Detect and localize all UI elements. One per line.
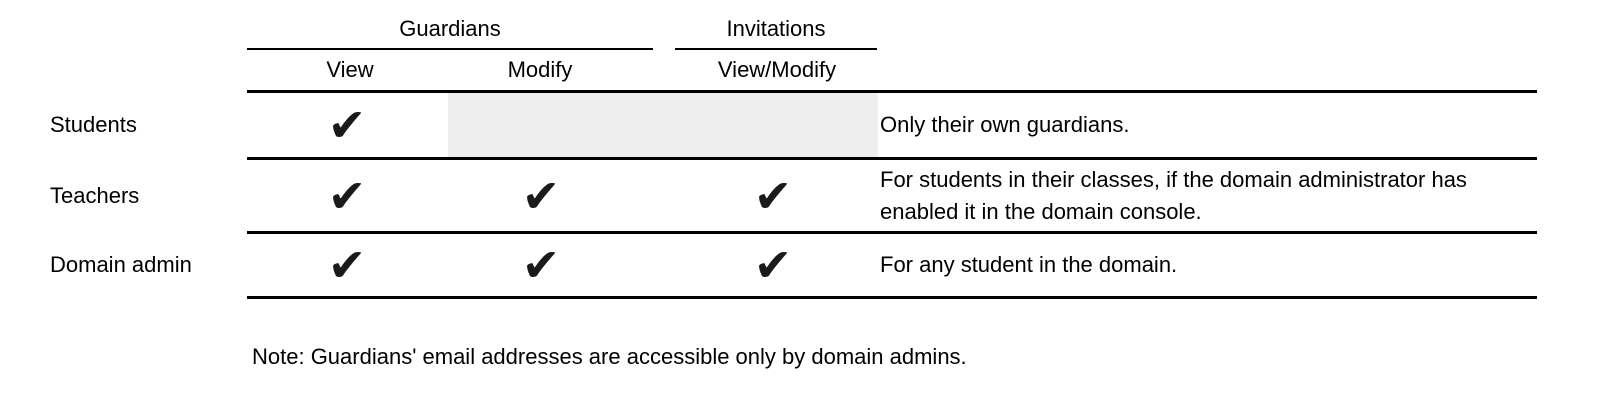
cell-domain-admin-modify: ✔ xyxy=(501,234,581,296)
column-header-modify: Modify xyxy=(507,57,573,82)
check-icon: ✔ xyxy=(327,169,367,222)
check-icon: ✔ xyxy=(521,169,561,222)
column-header-view-modify: View/Modify xyxy=(717,57,837,82)
cell-teachers-view-modify: ✔ xyxy=(733,160,813,231)
cell-students-view-modify xyxy=(733,93,813,157)
note-teachers: For students in their classes, if the do… xyxy=(880,166,1467,224)
note-domain-admin: For any student in the domain. xyxy=(880,252,1178,278)
footnote: Note: Guardians' email addresses are acc… xyxy=(252,344,967,369)
check-icon: ✔ xyxy=(327,99,367,151)
cell-students-modify xyxy=(501,93,581,157)
row-label-domain-admin: Domain admin xyxy=(50,252,192,277)
check-icon: ✔ xyxy=(327,239,367,291)
check-icon: ✔ xyxy=(521,239,561,291)
table-rule-2 xyxy=(247,231,1537,234)
invitations-underline xyxy=(675,48,877,50)
column-header-view: View xyxy=(326,57,374,82)
table-rule-header xyxy=(247,90,1537,93)
cell-teachers-modify: ✔ xyxy=(501,160,581,231)
row-label-teachers: Teachers xyxy=(50,182,140,208)
cell-teachers-view: ✔ xyxy=(307,160,387,231)
cell-domain-admin-view: ✔ xyxy=(307,234,387,296)
column-group-invitations: Invitations xyxy=(726,16,826,41)
row-label-students: Students xyxy=(50,112,137,137)
check-icon: ✔ xyxy=(753,169,793,222)
table-rule-1 xyxy=(247,157,1537,160)
guardians-underline xyxy=(247,48,653,50)
cell-domain-admin-view-modify: ✔ xyxy=(733,234,813,296)
cell-students-view: ✔ xyxy=(307,93,387,157)
note-students: Only their own guardians. xyxy=(880,112,1130,138)
students-no-permission-cell xyxy=(448,93,878,157)
column-group-guardians: Guardians xyxy=(399,16,501,41)
check-icon: ✔ xyxy=(753,239,793,291)
table-rule-3 xyxy=(247,296,1537,299)
